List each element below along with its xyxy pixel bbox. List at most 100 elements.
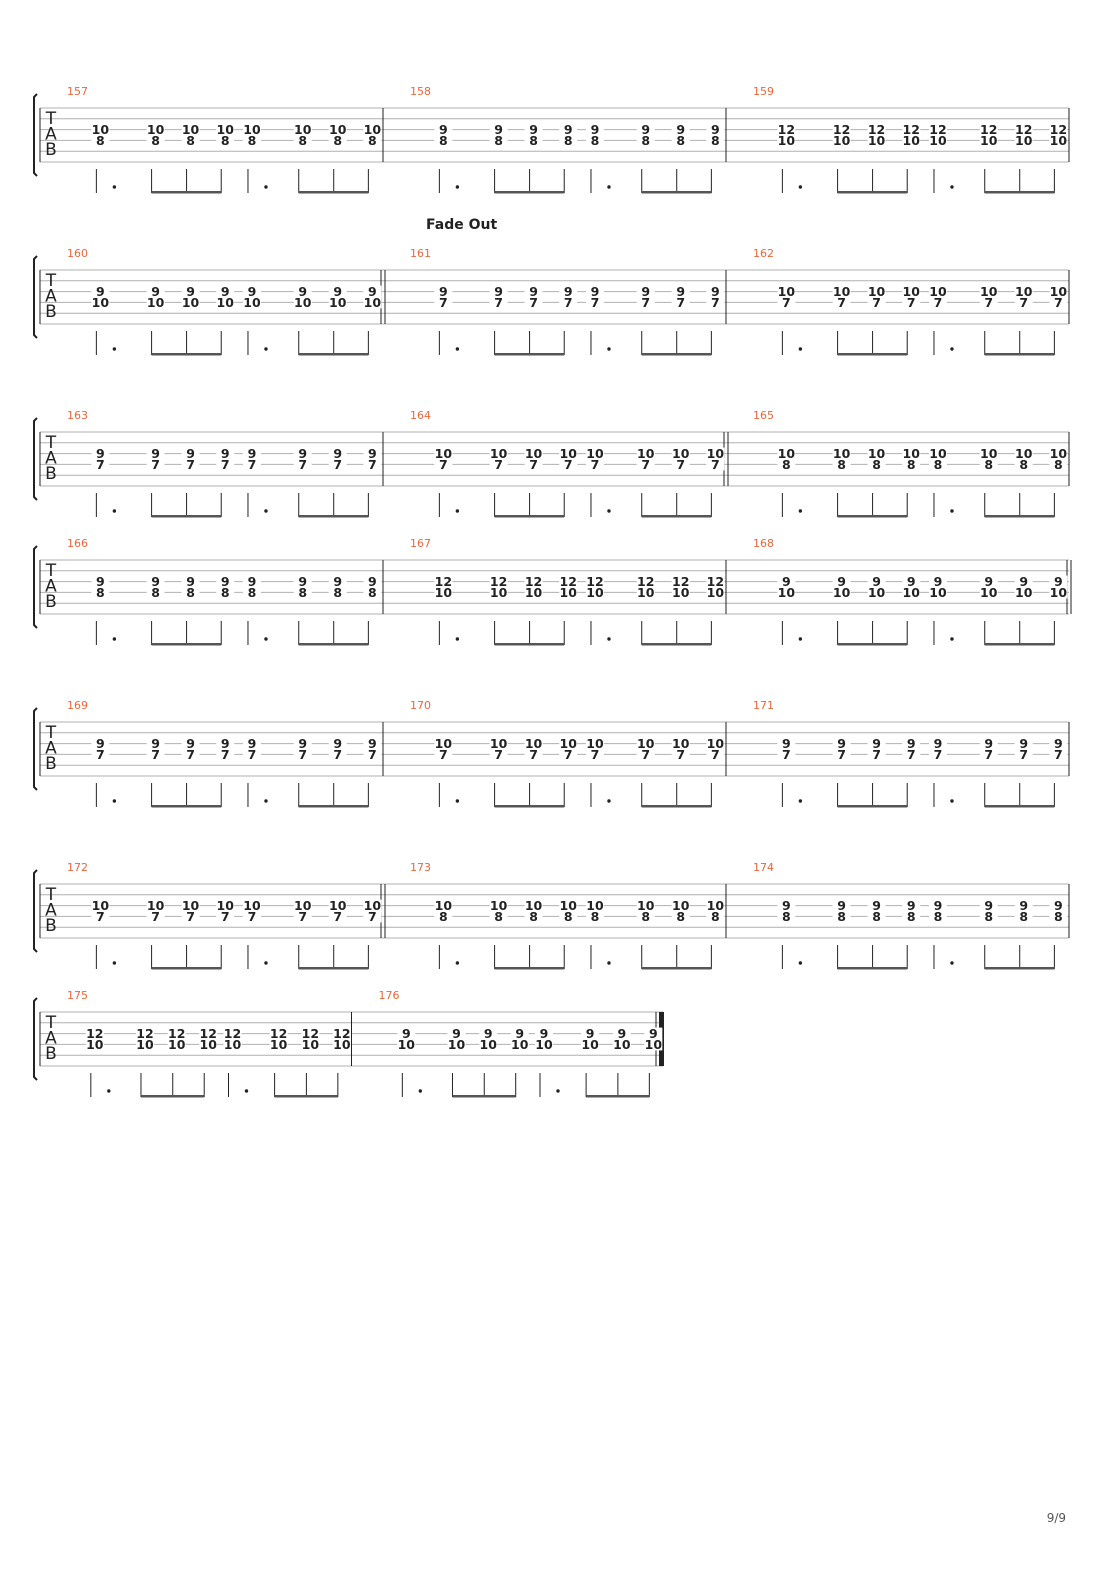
fret-backing bbox=[293, 899, 312, 912]
fret-backing bbox=[928, 748, 947, 761]
fret-backing bbox=[216, 586, 235, 599]
fret-number: 9 bbox=[934, 898, 943, 913]
fret-number: 7 bbox=[564, 457, 573, 472]
fret-number: 12 bbox=[490, 574, 507, 589]
fret-number: 10 bbox=[333, 1037, 351, 1052]
fret-number: 8 bbox=[711, 133, 720, 148]
fret-number: 9 bbox=[649, 1026, 658, 1041]
fret-backing bbox=[559, 447, 578, 460]
rhythm-dot bbox=[455, 347, 460, 351]
fret-number: 8 bbox=[1054, 457, 1063, 472]
fret-backing bbox=[559, 910, 578, 923]
fret-backing bbox=[85, 1038, 104, 1051]
fret-backing bbox=[489, 447, 508, 460]
fret-number: 8 bbox=[298, 133, 307, 148]
fret-number: 7 bbox=[96, 747, 105, 762]
fret-number: 10 bbox=[980, 133, 998, 148]
fret-number: 10 bbox=[637, 898, 655, 913]
beam bbox=[494, 353, 565, 356]
beam bbox=[984, 515, 1055, 518]
rhythm-dot bbox=[455, 185, 460, 189]
fret-number: 12 bbox=[560, 574, 577, 589]
beam bbox=[494, 805, 565, 808]
fret-number: 8 bbox=[221, 585, 230, 600]
fret-number: 7 bbox=[529, 747, 538, 762]
measure-number: 172 bbox=[67, 861, 88, 874]
beam bbox=[837, 353, 908, 356]
fret-number: 10 bbox=[833, 133, 851, 148]
fret-backing bbox=[585, 447, 604, 460]
system-bracket bbox=[33, 997, 38, 1081]
fret-number: 10 bbox=[511, 1037, 529, 1052]
fret-number: 9 bbox=[586, 1026, 595, 1041]
fret-number: 9 bbox=[333, 284, 342, 299]
fret-number: 10 bbox=[868, 446, 886, 461]
fret-number: 7 bbox=[641, 747, 650, 762]
fret-number: 10 bbox=[364, 898, 382, 913]
fret-number: 10 bbox=[645, 1037, 663, 1052]
fret-backing bbox=[585, 899, 604, 912]
fret-number: 10 bbox=[490, 585, 508, 600]
beam bbox=[641, 805, 712, 808]
fret-number: 7 bbox=[564, 295, 573, 310]
fret-backing bbox=[777, 123, 796, 136]
fret-number: 8 bbox=[591, 133, 600, 148]
fret-number: 10 bbox=[868, 284, 886, 299]
tab-clef-letter: T bbox=[45, 561, 57, 581]
fret-backing bbox=[535, 1027, 554, 1040]
rhythm-dot bbox=[798, 799, 803, 803]
tab-clef-letter: B bbox=[45, 592, 57, 612]
fret-number: 7 bbox=[907, 295, 916, 310]
tab-clef-letter: T bbox=[45, 1013, 57, 1033]
beam bbox=[298, 805, 369, 808]
fret-backing bbox=[636, 748, 655, 761]
beam bbox=[151, 805, 222, 808]
page-number: 9/9 bbox=[1046, 1511, 1066, 1525]
fret-number: 7 bbox=[711, 747, 720, 762]
fret-number: 8 bbox=[439, 909, 448, 924]
fret-number: 10 bbox=[560, 736, 578, 751]
rhythm-dot bbox=[244, 1089, 249, 1093]
fret-backing bbox=[706, 123, 725, 136]
fret-number: 8 bbox=[151, 585, 160, 600]
fret-number: 12 bbox=[525, 574, 542, 589]
measure-number: 166 bbox=[67, 537, 88, 550]
fret-number: 10 bbox=[586, 736, 604, 751]
system-bracket bbox=[33, 545, 38, 629]
fret-backing bbox=[181, 447, 200, 460]
fret-backing bbox=[293, 447, 312, 460]
rhythm-dot bbox=[607, 509, 611, 513]
fret-number: 9 bbox=[298, 284, 307, 299]
fret-backing bbox=[293, 123, 312, 136]
fret-number: 7 bbox=[439, 295, 448, 310]
fret-number: 7 bbox=[151, 909, 160, 924]
fret-backing bbox=[928, 575, 947, 588]
fret-number: 7 bbox=[641, 295, 650, 310]
fret-number: 10 bbox=[92, 898, 110, 913]
fret-backing bbox=[867, 134, 886, 147]
beam bbox=[641, 643, 712, 646]
fret-backing bbox=[489, 586, 508, 599]
fret-number: 9 bbox=[452, 1026, 461, 1041]
fret-number: 7 bbox=[96, 457, 105, 472]
system-bracket bbox=[33, 93, 38, 177]
rhythm-dot bbox=[418, 1089, 423, 1093]
fret-backing bbox=[832, 586, 851, 599]
fret-number: 10 bbox=[637, 446, 655, 461]
tab-clef-letter: B bbox=[45, 1044, 57, 1064]
tab-clef-letter: B bbox=[45, 302, 57, 322]
rhythm-dot bbox=[607, 637, 611, 641]
fret-backing bbox=[585, 737, 604, 750]
fret-backing bbox=[1049, 285, 1068, 298]
fret-number: 10 bbox=[147, 295, 165, 310]
fret-backing bbox=[867, 899, 886, 912]
fret-number: 10 bbox=[778, 585, 796, 600]
fret-number: 9 bbox=[676, 122, 685, 137]
fret-number: 10 bbox=[903, 585, 921, 600]
fret-number: 9 bbox=[1054, 574, 1063, 589]
fret-number: 10 bbox=[980, 284, 998, 299]
fret-backing bbox=[524, 899, 543, 912]
fret-number: 9 bbox=[151, 284, 160, 299]
fret-number: 7 bbox=[676, 747, 685, 762]
fret-backing bbox=[328, 458, 347, 471]
